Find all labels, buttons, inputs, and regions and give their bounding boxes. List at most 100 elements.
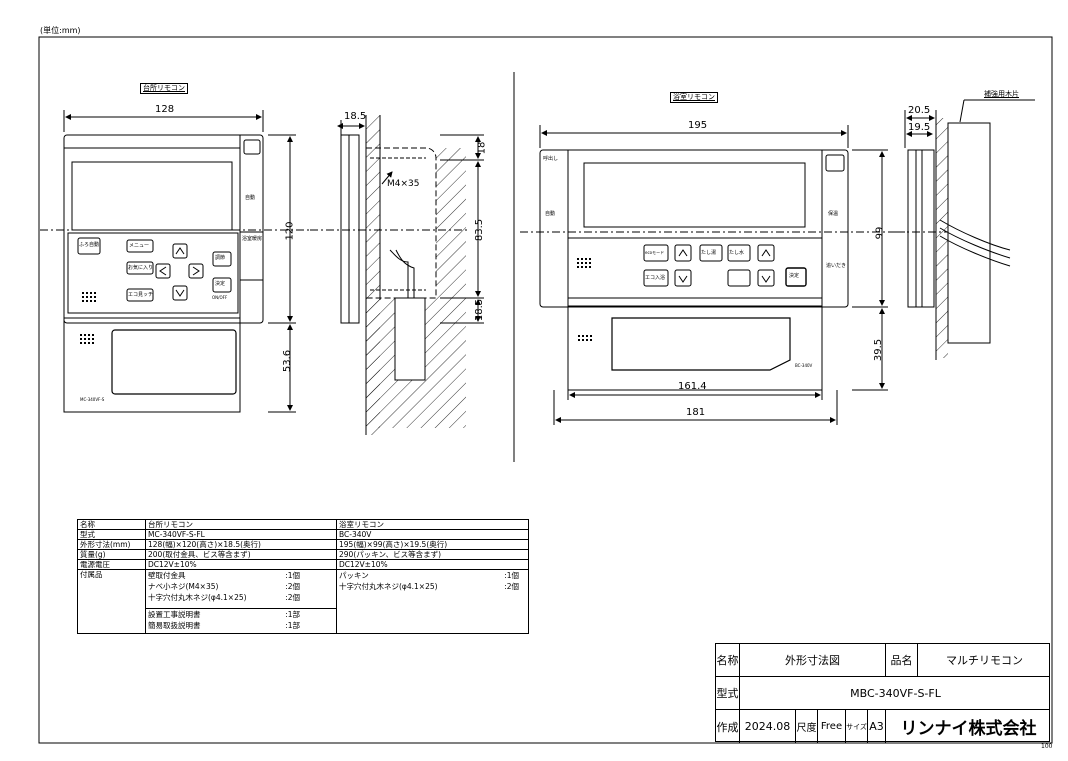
spec-kitchen: 128(幅)×120(高さ)×18.5(奥行) [145, 539, 337, 550]
kitchen-title: 台所リモコン [140, 83, 188, 94]
title-row-meta: 作成 2024.08 尺度 Free サイズ A3 リンナイ株式会社 [716, 710, 1049, 743]
size-value: A3 [868, 710, 886, 743]
kitchen-btn-power: ON/OFF [212, 295, 228, 300]
sheet-number: 100 [1041, 743, 1053, 750]
model-value: MBC-340VF-S-FL [850, 686, 941, 700]
scale-value: Free [818, 710, 846, 743]
bath-lower-dim: 39.5 [873, 338, 885, 362]
kitchen-remote-front [40, 110, 312, 413]
title-row-name: 名称 外形寸法図 品名 マルチリモコン [716, 644, 1049, 677]
spec-bath: 290(パッキン、ビス等含まず) [336, 549, 529, 560]
bath-inner-dim: 161.4 [678, 381, 707, 392]
product-value: マルチリモコン [946, 654, 1023, 667]
kitchen-depth-dim: 18.5 [344, 111, 367, 122]
acc-name: ナベ小ネジ(M4×35) [148, 582, 219, 591]
kitchen-btn-auto: 自動 [245, 195, 256, 201]
acc-qty: :2個 [285, 582, 300, 591]
name-value: 外形寸法図 [740, 644, 886, 676]
bath-btn-kettei: 決定 [789, 273, 800, 279]
acc-qty: :1個 [285, 571, 300, 580]
kitchen-top-gap-dim: 18 [476, 141, 488, 155]
kitchen-docs: 設置工事説明書 :1部 簡易取扱説明書 :1部 [145, 608, 337, 634]
unit-note: (単位:mm) [40, 26, 81, 35]
sheet-border [38, 36, 1053, 744]
spec-kitchen: DC12V±10% [145, 559, 337, 570]
spec-bath: 195(幅)×99(高さ)×19.5(奥行) [336, 539, 529, 550]
kitchen-accessories: 壁取付金具 :1個 ナベ小ネジ(M4×35) :2個 十字穴付丸木ネジ(φ4.1×2… [145, 569, 337, 609]
spec-row-docs: 設置工事説明書 :1部 簡易取扱説明書 :1部 [78, 608, 529, 634]
spec-kitchen: MC-340VF-S-FL [145, 529, 337, 540]
spec-bath: DC12V±10% [336, 559, 529, 570]
doc-qty: :1部 [285, 610, 300, 619]
doc-qty: :1部 [285, 621, 300, 630]
acc-name: パッキン [339, 571, 369, 580]
kitchen-btn-kettei: 決定 [215, 281, 226, 287]
bath-btn-tasuyu: たし湯 [701, 250, 717, 256]
kitchen-btn-ecowatch: エコ見ッチ [128, 292, 154, 298]
spec-label: 型式 [77, 529, 146, 540]
spec-row-accessories: 付属品 壁取付金具 :1個 ナベ小ネジ(M4×35) :2個 十字穴付丸木ネジ(φ4… [77, 569, 529, 634]
bath-depth1-dim: 20.5 [908, 105, 931, 116]
spec-bath: BC-340V [336, 529, 529, 540]
acc-name: 十字穴付丸木ネジ(φ4.1×25) [339, 582, 438, 591]
kitchen-height-dim: 120 [284, 221, 296, 241]
kitchen-model-print: MC-340VF-S [80, 397, 105, 402]
bath-btn-call: 呼出し [543, 156, 559, 162]
bath-height-dim: 99 [874, 226, 886, 240]
bath-remote-side [896, 99, 1035, 360]
scale-label: 尺度 [796, 710, 818, 743]
acc-qty: :2個 [285, 593, 300, 602]
spec-label: 付属品 [77, 569, 146, 634]
product-label: 品名 [886, 644, 918, 676]
spec-row: 外形寸法(mm) 128(幅)×120(高さ)×18.5(奥行) 195(幅)×… [77, 539, 529, 550]
kitchen-lower-dim: 53.6 [282, 349, 294, 373]
bath-btn-mode: ecoモード [645, 250, 665, 255]
acc-name: 壁取付金具 [148, 571, 186, 580]
spec-row: 電源電圧 DC12V±10% DC12V±10% [77, 559, 529, 570]
spec-row: 型式 MC-340VF-S-FL BC-340V [77, 529, 529, 540]
company-name: リンナイ株式会社 [900, 719, 1037, 739]
kitchen-btn-choon: 調節 [215, 255, 226, 261]
title-block: 名称 外形寸法図 品名 マルチリモコン 型式 MBC-340VF-S-FL 作成… [715, 643, 1050, 743]
kitchen-mid-dim: 83.5 [474, 218, 486, 242]
bath-remote-front [520, 125, 905, 425]
date-value: 2024.08 [740, 710, 796, 743]
bath-accessories: パッキン :1個 十字穴付丸木ネジ(φ4.1×25) :2個 [336, 569, 529, 634]
acc-qty: :2個 [504, 582, 519, 591]
wood-label: 補強用木片 [984, 90, 1019, 98]
screw-label: M4×35 [387, 179, 420, 189]
kitchen-btn-fukatsu: ふろ自動 [79, 242, 100, 248]
kitchen-btn-menu: メニュー [129, 243, 150, 249]
bath-btn-eco: エコ入浴 [645, 275, 666, 281]
bath-depth2-dim: 19.5 [908, 122, 931, 133]
kitchen-bottom-gap-dim: 18.5 [474, 298, 486, 322]
bath-width-dim: 195 [688, 120, 708, 131]
kitchen-width-dim: 128 [155, 104, 175, 115]
bath-model-print: BC-340V [795, 363, 813, 368]
name-label: 名称 [716, 644, 740, 676]
doc-name: 設置工事説明書 [148, 610, 201, 619]
bath-btn-oidaki: 追いだき [826, 263, 847, 269]
bath-btn-auto: 自動 [545, 211, 556, 217]
spec-bath: 浴室リモコン [336, 519, 529, 530]
acc-name: 十字穴付丸木ネジ(φ4.1×25) [148, 593, 247, 602]
spec-label: 電源電圧 [77, 559, 146, 570]
spec-row: 名称 台所リモコン 浴室リモコン [77, 519, 529, 530]
bath-outer-dim: 181 [686, 407, 706, 418]
spec-table: 名称 台所リモコン 浴室リモコン 型式 MC-340VF-S-FL BC-340… [77, 519, 529, 634]
kitchen-remote-side [310, 115, 484, 435]
doc-name: 簡易取扱説明書 [148, 621, 201, 630]
spec-label: 外形寸法(mm) [77, 539, 146, 550]
model-label: 型式 [716, 677, 740, 709]
bath-btn-tashimizu: たし水 [729, 250, 745, 256]
spec-kitchen: 台所リモコン [145, 519, 337, 530]
spec-row: 質量(g) 200(取付金具、ビス等含まず) 290(パッキン、ビス等含まず) [77, 549, 529, 560]
bath-btn-funin: 保温 [828, 211, 839, 217]
title-row-model: 型式 MBC-340VF-S-FL [716, 677, 1049, 710]
spec-label: 名称 [77, 519, 146, 530]
spec-label: 質量(g) [77, 549, 146, 560]
acc-qty: :1個 [504, 571, 519, 580]
date-label: 作成 [716, 710, 740, 743]
